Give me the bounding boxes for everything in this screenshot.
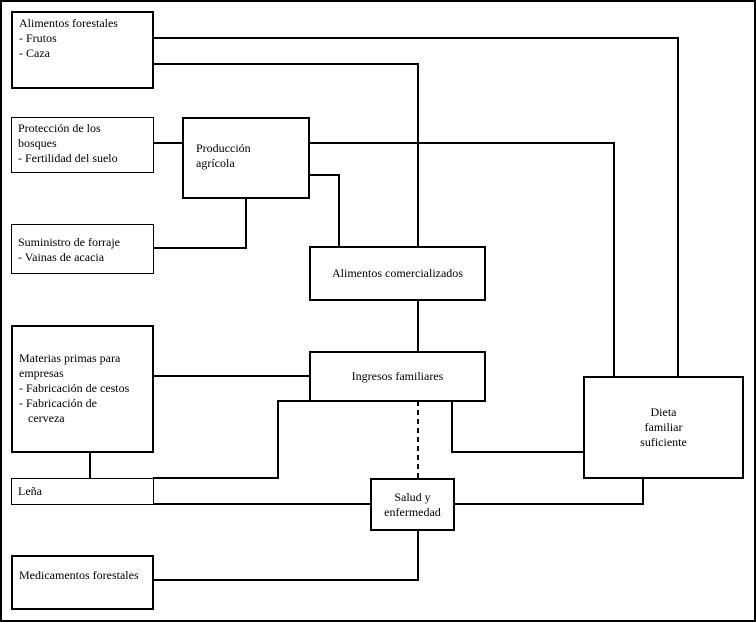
connector-alimentos-forestales-dieta	[153, 37, 679, 376]
box-suministro-forraje: Suministro de forraje - Vainas de acacia	[11, 224, 154, 274]
dieta-title-2: familiar	[644, 420, 683, 434]
medicamentos-title: Medicamentos forestales	[19, 568, 139, 582]
ingresos-title: Ingresos familiares	[351, 369, 444, 383]
produccion-title-1: Producción	[196, 141, 251, 155]
connector-produccion-comercializados	[309, 174, 340, 246]
connector-forraje-produccion	[153, 198, 247, 249]
materias-item-cestos: - Fabricación de cestos	[19, 381, 130, 395]
box-produccion-agricola: Producción agrícola	[182, 117, 310, 199]
connector-produccion-dieta	[309, 142, 615, 376]
box-proteccion-bosques: Protección de los bosques - Fertilidad d…	[11, 117, 154, 173]
proteccion-title-1: Protección de los	[18, 121, 101, 135]
forraje-title: Suministro de forraje	[18, 235, 120, 249]
box-alimentos-comercializados: Alimentos comercializados	[309, 246, 486, 301]
materias-title-2: empresas	[19, 366, 64, 380]
box-medicamentos-forestales: Medicamentos forestales	[11, 555, 154, 610]
connector-medicamentos-salud	[153, 530, 419, 581]
alimentos-forestales-title: Alimentos forestales	[19, 16, 118, 30]
box-materias-primas: Materias primas para empresas - Fabricac…	[11, 325, 154, 453]
connector-ingresos-dieta	[451, 401, 583, 453]
lena-title: Leña	[18, 484, 42, 498]
produccion-title-2: agrícola	[196, 156, 235, 170]
materias-title-1: Materias primas para	[19, 351, 121, 365]
connector-lena-ingresos	[153, 400, 309, 479]
box-dieta-familiar: Dieta familiar suficiente	[583, 376, 744, 479]
connector-alimentos-forestales-comercializados	[153, 63, 419, 246]
box-lena: Leña	[11, 478, 154, 505]
connector-salud-dieta	[454, 478, 644, 505]
box-salud-enfermedad: Salud y enfermedad	[370, 478, 455, 531]
salud-title-1: Salud y	[394, 489, 431, 504]
box-alimentos-forestales: Alimentos forestales - Frutos - Caza	[11, 11, 154, 89]
dieta-title-1: Dieta	[650, 405, 677, 419]
alimentos-forestales-item-frutos: - Frutos	[19, 31, 57, 45]
alimentos-forestales-item-caza: - Caza	[19, 46, 50, 60]
box-ingresos-familiares: Ingresos familiares	[309, 351, 486, 402]
materias-item-cerveza-1: - Fabricación de	[19, 396, 97, 410]
dieta-title-3: suficiente	[640, 435, 687, 449]
comercializados-title: Alimentos comercializados	[332, 266, 463, 280]
proteccion-item-fertilidad: - Fertilidad del suelo	[18, 151, 118, 165]
proteccion-title-2: bosques	[18, 136, 57, 150]
materias-item-cerveza-2: cerveza	[19, 411, 65, 425]
forraje-item-vainas: - Vainas de acacia	[18, 250, 105, 264]
salud-title-2: enfermedad	[384, 504, 441, 519]
